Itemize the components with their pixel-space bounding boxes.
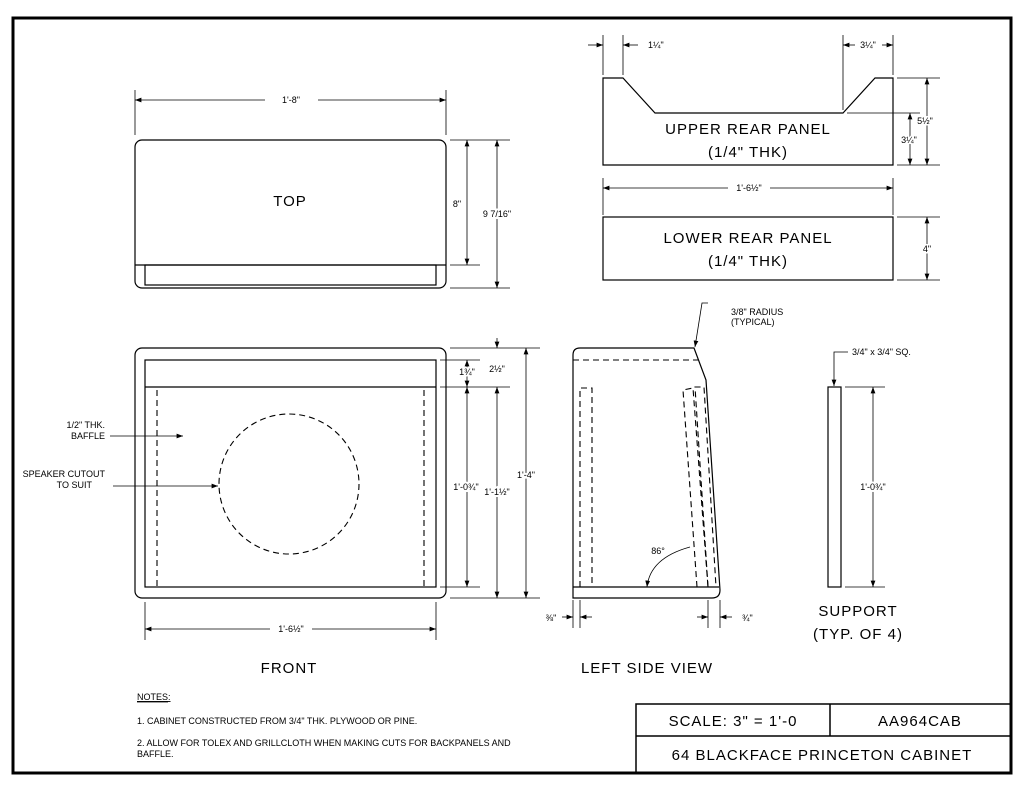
side-left-dim: ⅜" xyxy=(546,613,557,623)
radius-note-2: (TYPICAL) xyxy=(731,317,775,327)
right-notch-dim: 3¼" xyxy=(860,40,876,50)
upper-panel-thickness: (1/4" THK) xyxy=(708,144,788,161)
lower-panel-thickness: (1/4" THK) xyxy=(708,253,788,270)
panel-width-dim: 1'-6½" xyxy=(736,183,761,193)
side-right-dim: ¾" xyxy=(742,613,753,623)
support-size-note: 3/4" x 3/4" SQ. xyxy=(852,347,911,357)
support-length-dim: 1'-0¾" xyxy=(860,482,885,492)
dim-baffle: 1'-0¾" xyxy=(453,482,478,492)
angle-label: 86° xyxy=(651,546,665,556)
lower-rear-panel: LOWER REAR PANEL (1/4" THK) 4" xyxy=(602,216,940,281)
lower-panel-label: LOWER REAR PANEL xyxy=(663,230,832,247)
drawing-border xyxy=(11,16,1013,775)
lower-height-dim: 4" xyxy=(923,244,931,254)
upper-panel-label: UPPER REAR PANEL xyxy=(665,121,831,138)
speaker-cutout xyxy=(218,413,360,555)
drawing-title: 64 BLACKFACE PRINCETON CABINET xyxy=(672,747,973,764)
note-2-cont: BAFFLE. xyxy=(137,749,174,759)
baffle-note: 1/2" THK. xyxy=(66,420,105,430)
panel-height-dim: 5½" xyxy=(917,116,933,126)
top-width-dim: 1'-8" xyxy=(282,95,300,105)
drawing-number: AA964CAB xyxy=(878,713,962,730)
title-block: SCALE: 3" = 1'-0 AA964CAB 64 BLACKFACE P… xyxy=(635,703,1012,774)
baffle-note-2: BAFFLE xyxy=(71,431,105,441)
dim-inner: 1'-1½" xyxy=(484,487,509,497)
left-notch-dim: 1¼" xyxy=(648,40,664,50)
dim-top-strip: 1¾" xyxy=(459,367,475,377)
notch-height-dim: 3¼" xyxy=(901,135,917,145)
left-side-label: LEFT SIDE VIEW xyxy=(581,660,713,677)
left-side-view: 86° 3/8" RADIUS (TYPICAL) ⅜" ¾" LEFT SID… xyxy=(546,302,783,677)
note-1: 1. CABINET CONSTRUCTED FROM 3/4" THK. PL… xyxy=(137,716,417,726)
dim-top-overall: 2½" xyxy=(489,364,505,374)
cutout-note: SPEAKER CUTOUT xyxy=(23,469,106,479)
top-label: TOP xyxy=(273,193,307,210)
notes: NOTES: 1. CABINET CONSTRUCTED FROM 3/4" … xyxy=(137,692,511,759)
front-view: 1/2" THK. BAFFLE SPEAKER CUTOUT TO SUIT … xyxy=(23,338,540,677)
support-label: SUPPORT xyxy=(818,603,897,620)
support-qty: (TYP. OF 4) xyxy=(813,626,903,643)
front-width-dim: 1'-6½" xyxy=(278,624,303,634)
top-view: TOP 1'-8" 8" 9 7/16" xyxy=(134,90,513,289)
notes-heading: NOTES: xyxy=(137,692,171,702)
support-view: 3/4" x 3/4" SQ. 1'-0¾" SUPPORT (TYP. OF … xyxy=(813,347,911,643)
top-overall-depth-dim: 9 7/16" xyxy=(483,209,511,219)
upper-rear-panel: UPPER REAR PANEL (1/4" THK) 1¼" 3¼" 5½" … xyxy=(588,35,940,215)
dim-overall: 1'-4" xyxy=(517,470,535,480)
scale-label: SCALE: 3" = 1'-0 xyxy=(669,713,798,730)
top-depth-dim: 8" xyxy=(453,199,461,209)
note-2: 2. ALLOW FOR TOLEX AND GRILLCLOTH WHEN M… xyxy=(137,738,511,748)
radius-note: 3/8" RADIUS xyxy=(731,307,783,317)
front-label: FRONT xyxy=(261,660,318,677)
cutout-note-2: TO SUIT xyxy=(57,480,93,490)
